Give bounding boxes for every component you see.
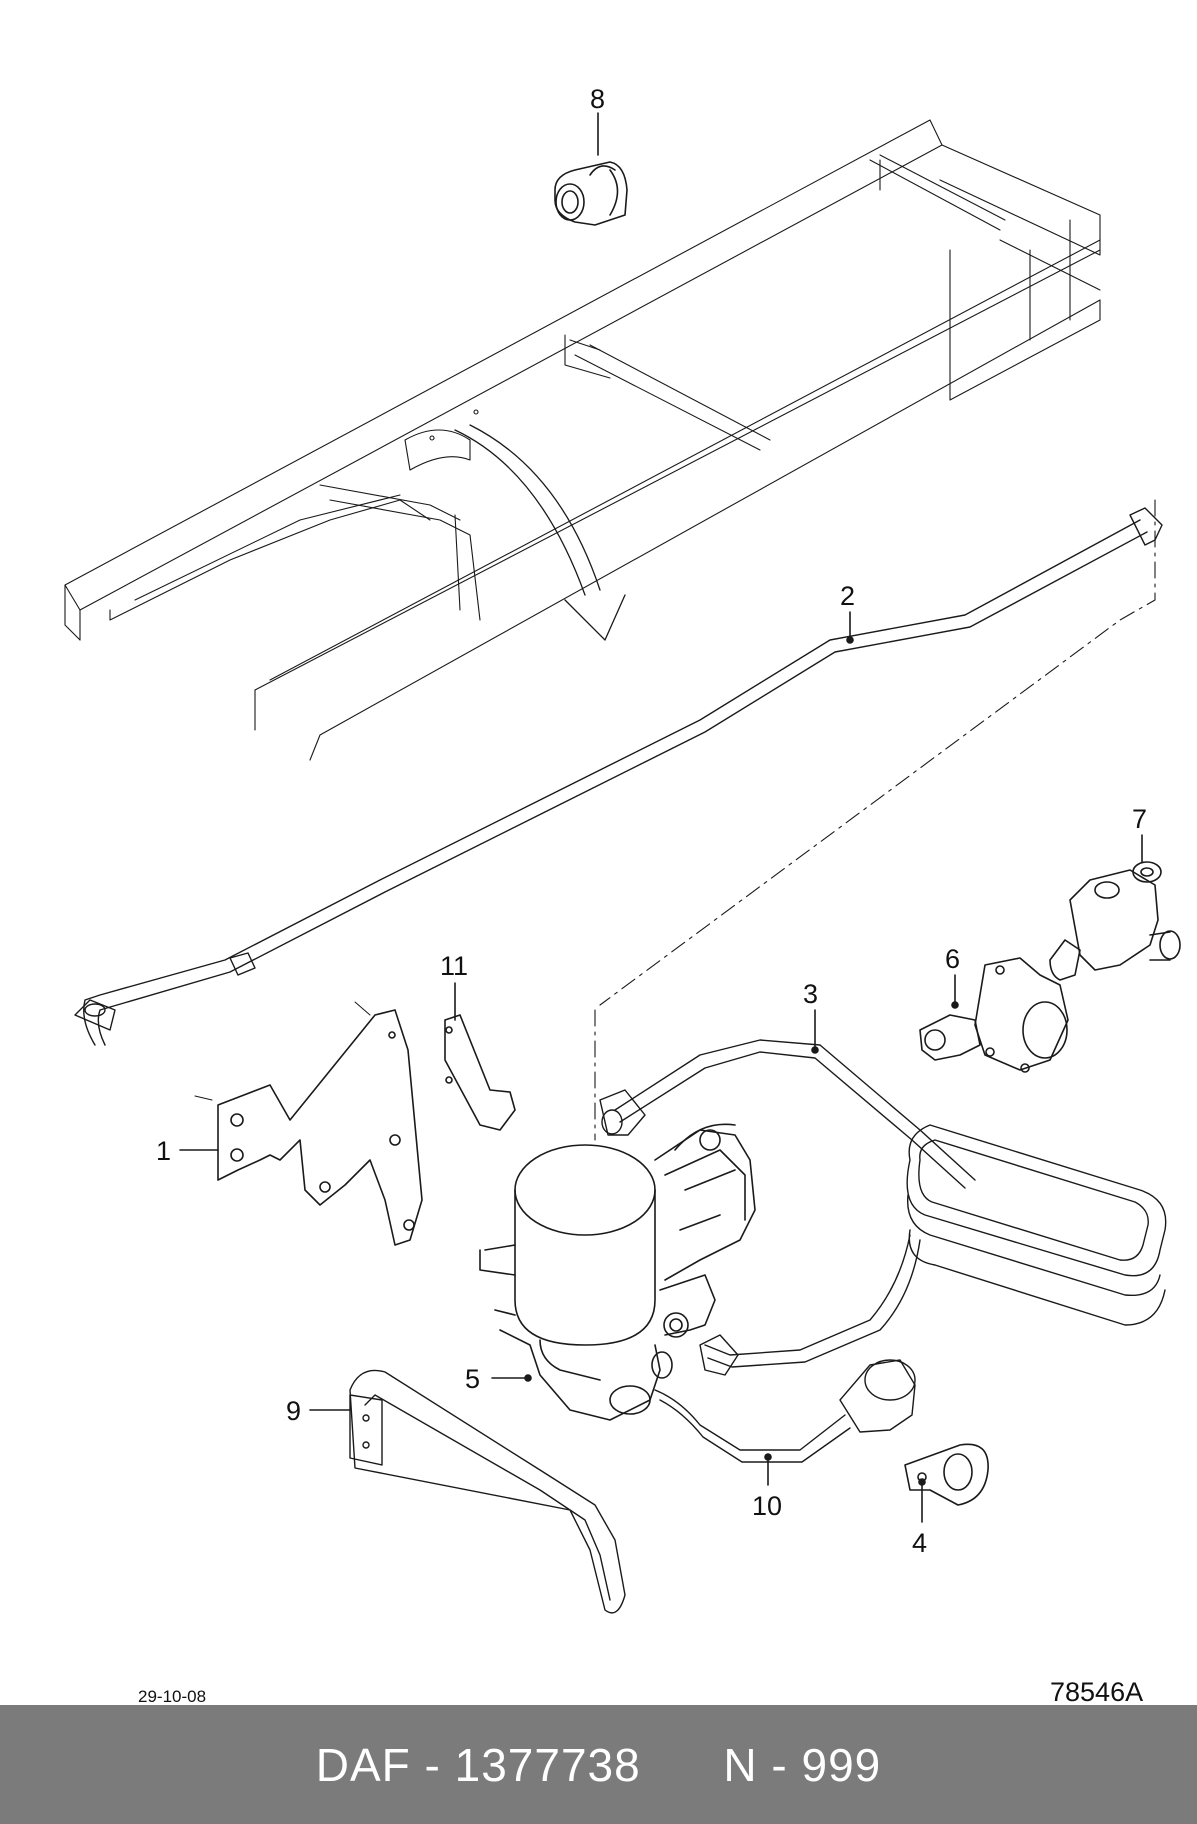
part-1-bracket xyxy=(217,1009,423,1246)
chassis-frame xyxy=(64,119,1101,761)
part-9-strap xyxy=(349,1369,626,1614)
part-8-clip xyxy=(554,161,628,226)
part-7-fitting xyxy=(1049,861,1181,981)
callout-9: 9 xyxy=(286,1396,301,1426)
footer-text: DAF - 1377738 N - 999 xyxy=(316,1738,882,1792)
drawing-reference: 78546A xyxy=(1050,1677,1143,1705)
guide-lines xyxy=(594,499,1156,1141)
callout-4: 4 xyxy=(912,1528,927,1558)
callout-6: 6 xyxy=(945,944,960,974)
callout-labels: 8 2 7 6 11 3 1 5 9 10 4 29-10-08 78546A xyxy=(138,84,1147,1705)
callout-3: 3 xyxy=(803,979,818,1009)
callout-10: 10 xyxy=(752,1491,782,1521)
part-5-air-dryer xyxy=(479,1123,756,1421)
callout-5: 5 xyxy=(465,1364,480,1394)
callout-11: 11 xyxy=(440,951,468,981)
callout-2: 2 xyxy=(840,581,855,611)
part-6-valve xyxy=(919,957,1069,1073)
callout-1: 1 xyxy=(156,1136,171,1166)
direction-arrow xyxy=(454,424,626,641)
drawing-date: 29-10-08 xyxy=(138,1687,206,1705)
part-3-coil xyxy=(599,1039,1167,1376)
parts-diagram: 8 2 7 6 11 3 1 5 9 10 4 29-10-08 78546A xyxy=(64,84,1181,1705)
callout-7: 7 xyxy=(1132,804,1147,834)
part-11-bracket xyxy=(444,1014,516,1131)
part-10-hose xyxy=(654,1359,916,1463)
footer-bar: DAF - 1377738 N - 999 xyxy=(0,1705,1197,1824)
part-4-clip xyxy=(904,1443,989,1506)
callout-8: 8 xyxy=(590,84,605,114)
footer-code: N - 999 xyxy=(723,1738,882,1791)
part-2-pipe xyxy=(74,507,1163,1046)
footer-brand: DAF - 1377738 xyxy=(315,1738,641,1791)
